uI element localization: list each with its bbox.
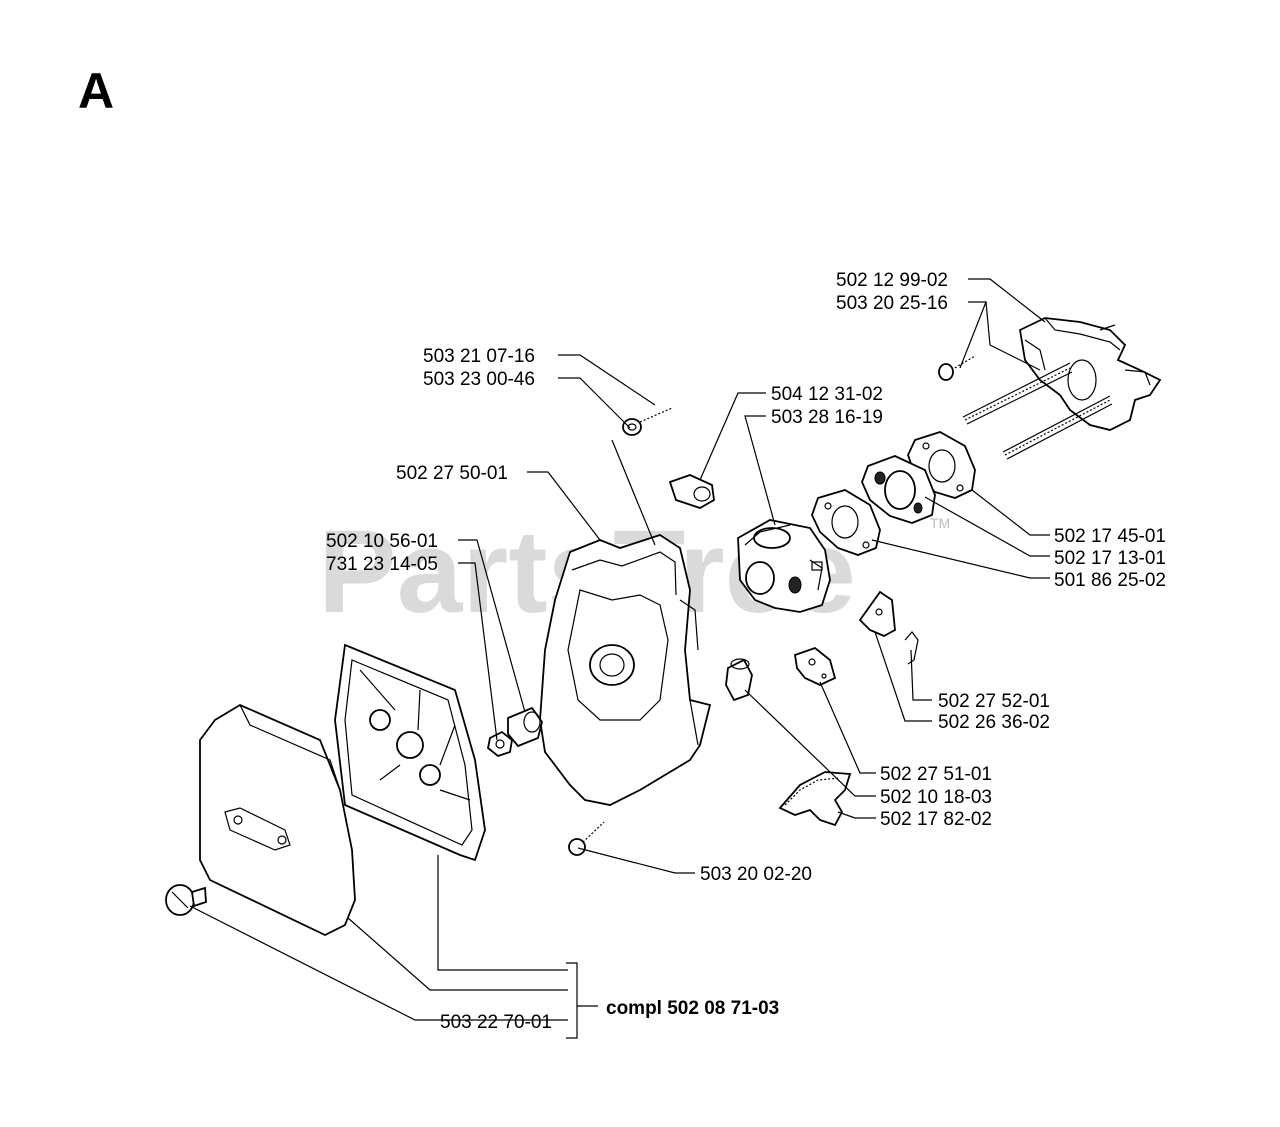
part-label-731-23-14-05: 731 23 14-05 (326, 554, 438, 575)
carburetor-drawing (737, 519, 831, 613)
choke-cam-drawing (778, 771, 852, 827)
part-labels: 502 12 99-02 503 20 25-16 503 21 07-16 5… (326, 270, 1166, 1033)
part-label-502-26-36-02: 502 26 36-02 (938, 712, 1050, 733)
part-label-503-28-16-19: 503 28 16-19 (771, 407, 883, 428)
intake-bracket-drawing (1019, 317, 1162, 431)
part-label-501-86-25-02: 501 86 25-02 (1054, 570, 1166, 591)
part-label-503-20-02-20: 503 20 02-20 (700, 864, 812, 885)
part-label-504-12-31-02: 504 12 31-02 (771, 384, 883, 405)
part-label-502-10-56-01: 502 10 56-01 (326, 531, 438, 552)
gasket-left-drawing (811, 489, 881, 556)
part-label-502-27-52-01: 502 27 52-01 (938, 691, 1050, 712)
bushing-drawing (507, 706, 543, 748)
screw-upper-right-drawing (938, 355, 976, 381)
part-label-502-27-51-01: 502 27 51-01 (880, 764, 992, 785)
insulator-flange-drawing (861, 455, 936, 524)
screw-bottom-drawing (568, 821, 605, 856)
part-label-502-27-50-01: 502 27 50-01 (396, 463, 508, 484)
part-label-502-10-18-03: 502 10 18-03 (880, 787, 992, 808)
part-label-502-17-82-02: 502 17 82-02 (880, 809, 992, 830)
section-letter: A (78, 63, 114, 119)
lever-drawing (793, 646, 837, 686)
part-label-503-23-00-46: 503 23 00-46 (423, 369, 535, 390)
plug-drawing (668, 474, 715, 509)
filter-cover-drawing (199, 703, 356, 937)
knob-screw-drawing (165, 884, 207, 916)
part-label-503-20-25-16: 503 20 25-16 (836, 293, 948, 314)
part-label-503-21-07-16: 503 21 07-16 (423, 346, 535, 367)
threaded-studs-drawing (962, 362, 1113, 460)
plate-drawing (858, 590, 896, 637)
part-label-503-22-70-01: 503 22 70-01 (440, 1012, 552, 1033)
filter-housing-drawing (539, 534, 712, 806)
leader-lines (189, 278, 1050, 1039)
part-label-502-17-13-01: 502 17 13-01 (1054, 548, 1166, 569)
filter-element-drawing (334, 643, 486, 862)
spacer-drawing (725, 658, 753, 702)
nut-drawing (487, 730, 513, 758)
part-label-502-12-99-02: 502 12 99-02 (836, 270, 948, 291)
watermark-tm: TM (930, 515, 950, 531)
screw-upper-left-drawing (622, 407, 673, 436)
part-label-502-17-45-01: 502 17 45-01 (1054, 526, 1166, 547)
kit-label: compl 502 08 71-03 (606, 998, 779, 1019)
